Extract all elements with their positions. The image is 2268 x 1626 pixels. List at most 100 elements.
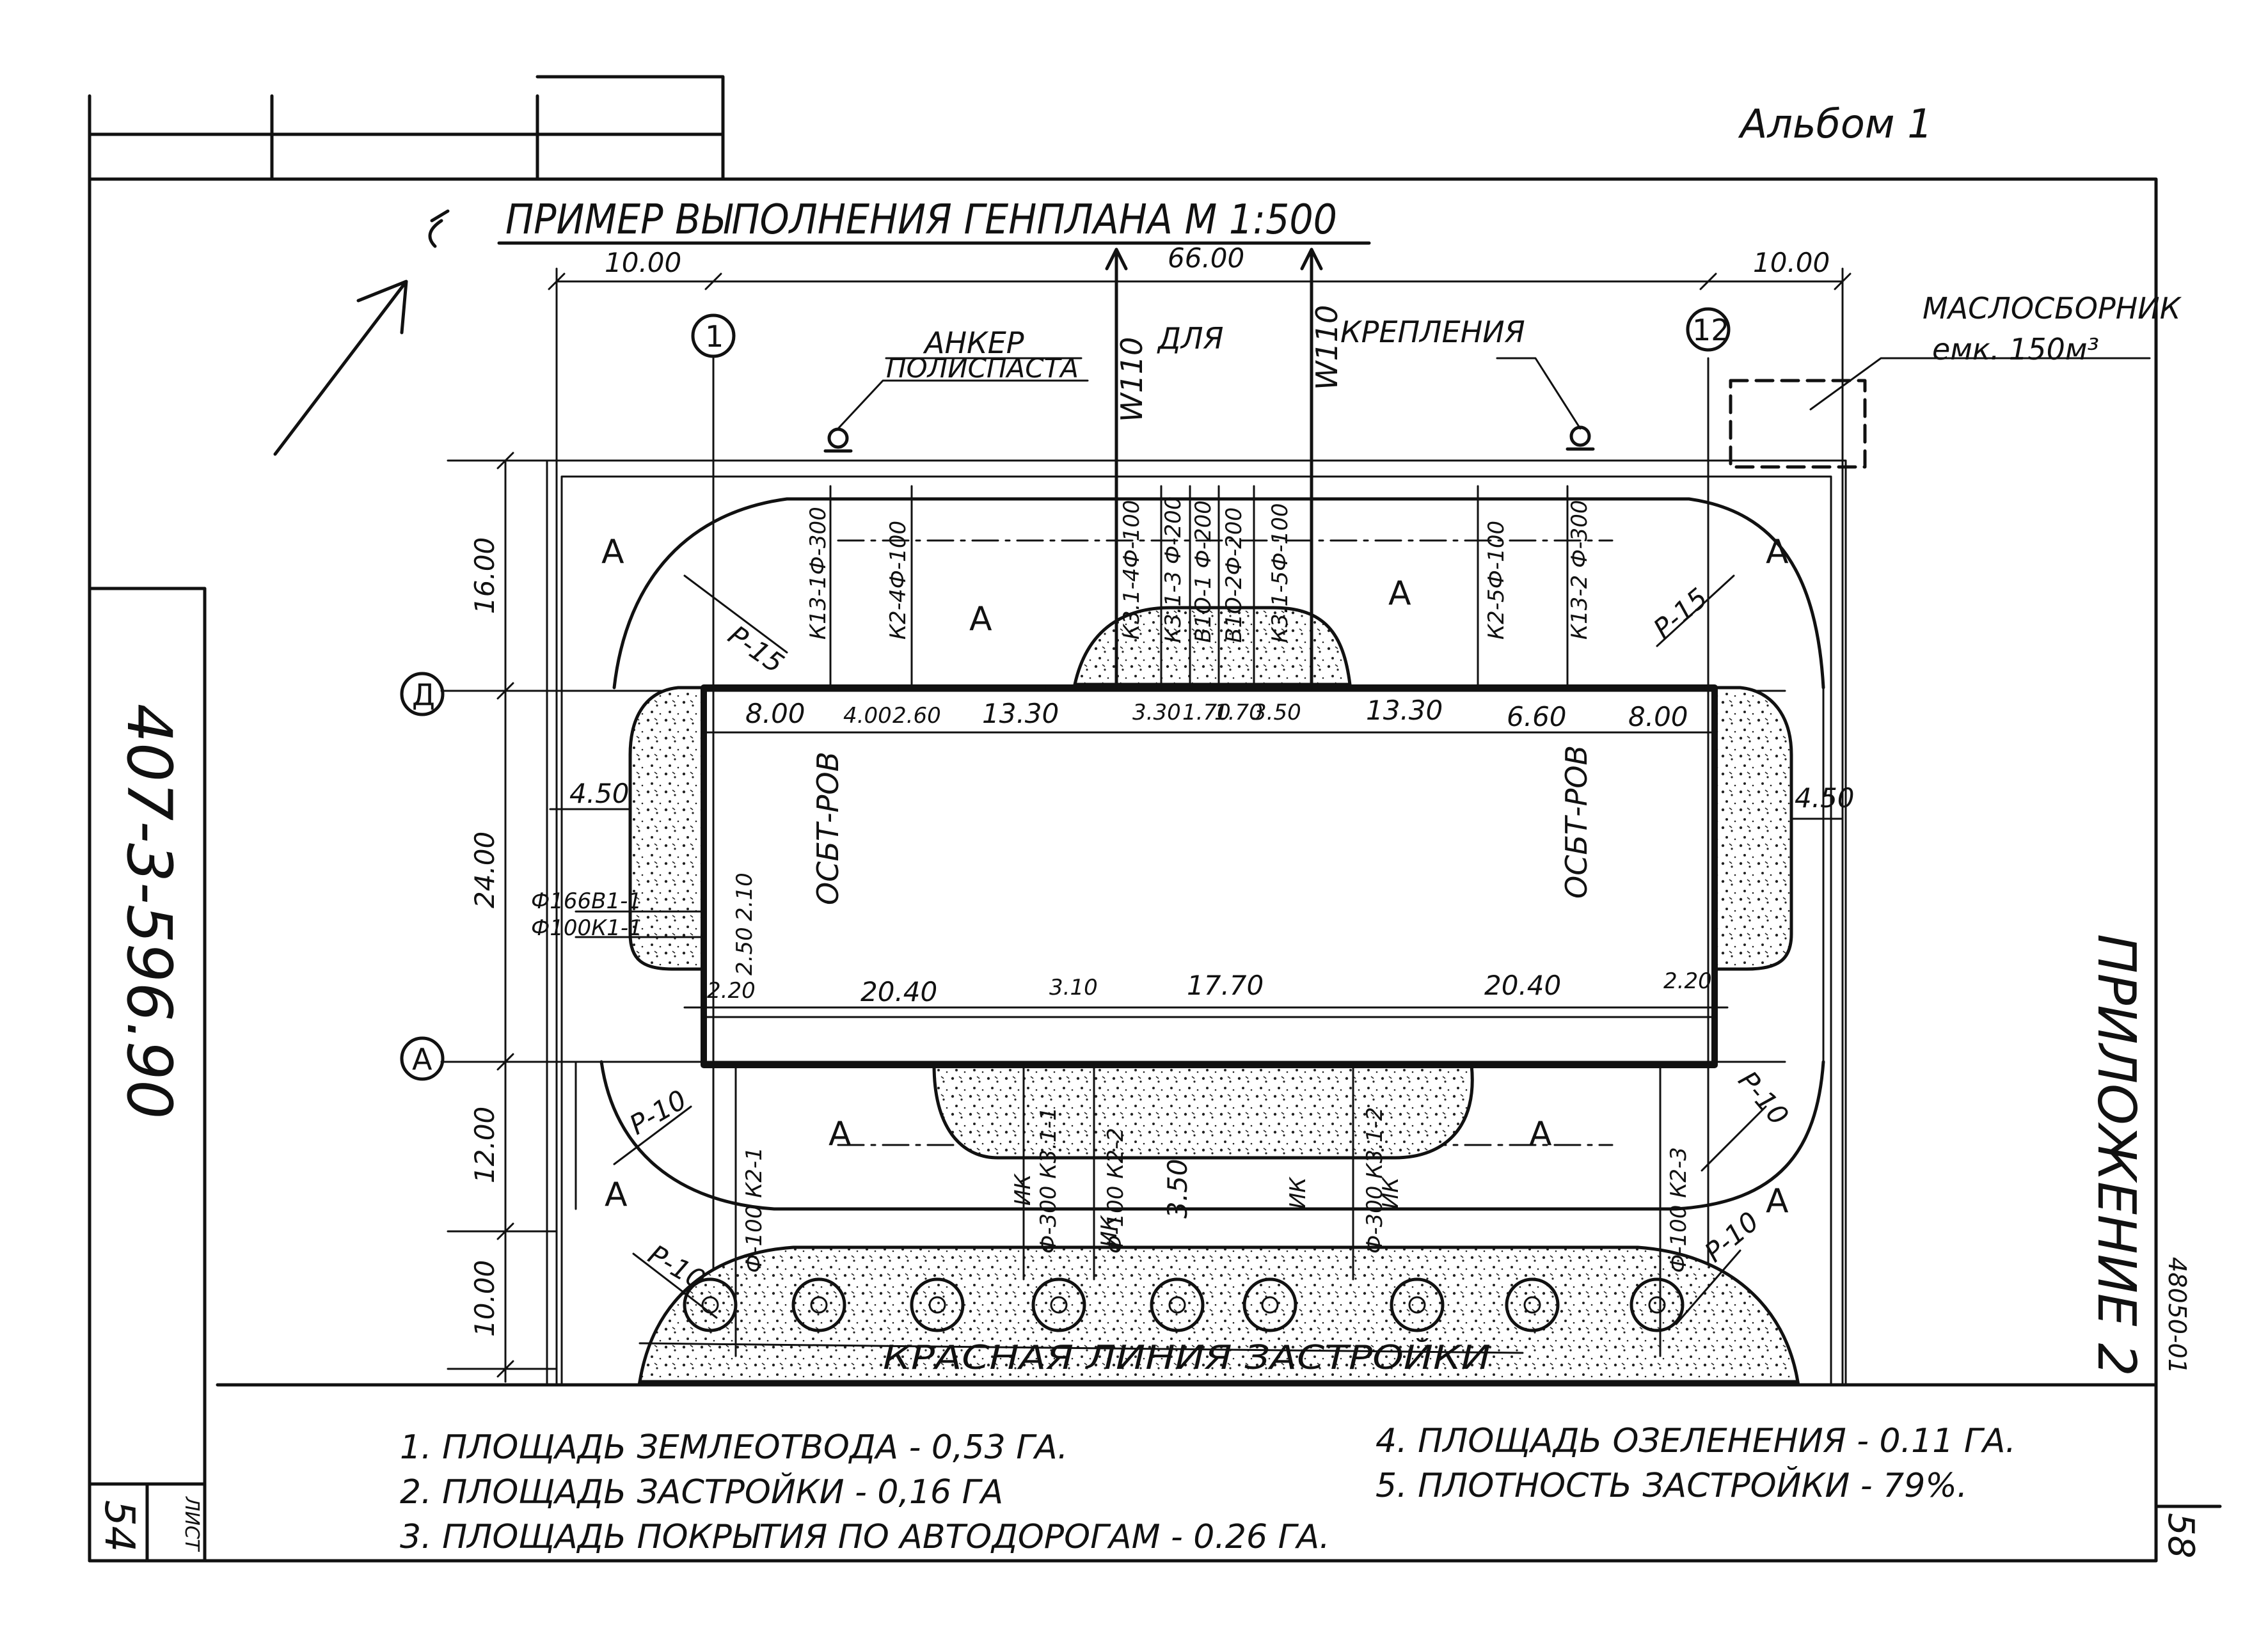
project-code: 407-3-596.90: [113, 704, 185, 1119]
zone-label-4: А: [1766, 533, 1789, 571]
dim-top-2: 66.00: [1168, 242, 1244, 274]
pipe-top-8: К2-5Ф-100: [1484, 521, 1509, 640]
dim-bt-6: 1.70: [1182, 700, 1231, 725]
dimension-chain-left: [496, 452, 514, 1383]
dim-bt-11: 8.00: [1628, 701, 1688, 732]
page-number: 58: [2160, 1513, 2201, 1558]
oil-tank-label-1: МАСЛОСБОРНИК: [1923, 291, 2182, 326]
note-3: 3. ПЛОЩАДЬ ПОКРЫТИЯ ПО АВТОДОРОГАМ - 0.2…: [400, 1518, 1330, 1556]
pipe-bottom-3: Ф-100 К2-2: [1103, 1128, 1129, 1254]
anchor-right-icon: [1566, 425, 1595, 451]
tree-trunk-icon: [1168, 1296, 1186, 1314]
pipe-top-4: К3.1-3 Ф-200: [1161, 496, 1186, 643]
dim-bt-2: 4.00: [843, 703, 892, 729]
anchor-label-3: КРЕПЛЕНИЯ: [1340, 315, 1525, 349]
pipe-top-2: К2-4Ф-100: [885, 521, 911, 640]
dim-bt-10: 6.60: [1507, 701, 1567, 732]
pipe-leaders-bottom: [734, 1064, 1661, 1357]
archive-number: 48050-01: [2163, 1257, 2191, 1374]
pipe-leaders-left: [575, 910, 705, 938]
pipe-top-3: К3.1-4Ф-100: [1119, 500, 1145, 640]
tree-icon: [683, 1277, 738, 1332]
dim-top-3: 10.00: [1753, 247, 1830, 278]
tree-icon: [1150, 1277, 1205, 1332]
svg-text:12: 12: [1692, 313, 1730, 347]
drawing-title: ПРИМЕР ВЫПОЛНЕНИЯ ГЕНПЛАНА М 1:500: [505, 196, 1337, 244]
pipe-top-6: В1О-2Ф-200: [1221, 507, 1247, 643]
road-outline: [575, 497, 1825, 1211]
dim-small-left-1: 2.10: [732, 872, 757, 921]
green-area-right: [1713, 686, 1793, 971]
note-2: 2. ПЛОЩАДЬ ЗАСТРОЙКИ - 0,16 ГА: [400, 1472, 1003, 1512]
well-mark-4: ИК: [1378, 1176, 1404, 1209]
dim-left-2: 24.00: [469, 832, 500, 908]
red-line: [638, 1342, 1524, 1354]
tree-icon: [1242, 1277, 1297, 1332]
tree-trunk-icon: [928, 1296, 946, 1314]
tree-icon: [910, 1277, 965, 1332]
pipe-top-5: В1О-1 Ф-200: [1191, 500, 1216, 643]
svg-text:Д: Д: [412, 677, 435, 712]
side-dim-lines: [549, 808, 1844, 820]
note-5: 5. ПЛОТНОСТЬ ЗАСТРОЙКИ - 79%.: [1376, 1466, 1967, 1505]
dim-bb-6: 2.20: [1663, 968, 1712, 994]
pipe-bottom-1: Ф-100 К2-1: [741, 1147, 767, 1273]
site-boundary: [546, 459, 1847, 1386]
settle-right-label: ОСБТ-РОВ: [1559, 745, 1594, 899]
dim-left-3: 12.00: [469, 1107, 500, 1183]
dim-bb-3: 3.10: [1049, 975, 1098, 1000]
note-4: 4. ПЛОЩАДЬ ОЗЕЛЕНЕНИЯ - 0.11 ГА.: [1376, 1422, 2016, 1460]
album-label: Альбом 1: [1738, 100, 1933, 147]
wall-mark-left: W110: [1114, 337, 1149, 422]
dim-left-1: 16.00: [469, 537, 500, 614]
anchor-label-1: АНКЕР: [923, 326, 1024, 360]
tree-icon: [1505, 1277, 1560, 1332]
anchor-sublabel: ПОЛИСПАСТА: [886, 352, 1079, 384]
anchor-left-icon: [823, 427, 853, 453]
radius-2: Р-15: [1647, 582, 1713, 645]
svg-text:1: 1: [705, 319, 724, 354]
sheet-frame: [88, 75, 2222, 1563]
trees-row: [683, 1277, 1685, 1332]
zone-label-1: А: [601, 533, 624, 571]
svg-text:А: А: [412, 1042, 432, 1077]
north-arrow-icon: [273, 209, 450, 456]
dim-porch: 3.50: [1162, 1158, 1193, 1219]
dim-bb-5: 20.40: [1484, 970, 1561, 1001]
pipe-bottom-5: Ф-100 К2-3: [1666, 1147, 1692, 1273]
dim-bb-2: 20.40: [860, 976, 937, 1007]
tree-trunk-icon: [1050, 1296, 1068, 1314]
dim-bb-1: 2.20: [707, 978, 756, 1004]
oil-tank-label-2: емк. 150м³: [1932, 332, 2099, 367]
wall-mark-right: W110: [1310, 305, 1344, 390]
tree-trunk-icon: [1408, 1296, 1426, 1314]
zone-label-6: А: [1529, 1115, 1552, 1153]
zone-label-3: А: [1388, 574, 1411, 613]
dim-bt-3: 2.60: [892, 703, 941, 729]
dim-top-1: 10.00: [605, 247, 681, 278]
dimension-chain-top: [548, 272, 1852, 290]
green-area-left: [628, 686, 706, 971]
zone-label-7: А: [605, 1176, 628, 1214]
dim-bb-4: 17.70: [1187, 970, 1264, 1001]
zone-label-2: А: [969, 600, 992, 638]
pipe-top-9: К13-2 Ф-300: [1567, 500, 1592, 640]
building-outline: [701, 684, 1718, 1068]
axis-bubble-d: Д: [400, 672, 445, 716]
dim-bt-7: 1.70: [1214, 700, 1263, 725]
axis-bubble-1: 1: [691, 313, 736, 358]
dim-small-left-2: 2.50: [732, 927, 757, 975]
tree-trunk-icon: [1648, 1296, 1666, 1314]
radius-leaders: [613, 574, 1767, 1325]
axis-bubble-a: А: [400, 1036, 445, 1081]
tree-icon: [1031, 1277, 1086, 1332]
pipe-top-7: К3.1-5Ф-100: [1267, 503, 1293, 643]
tree-trunk-icon: [1261, 1296, 1279, 1314]
dim-side-right: 4.50: [1795, 782, 1855, 814]
appendix-label: ПРИЛОЖЕНИЕ 2: [2086, 934, 2146, 1377]
green-area-porch-top: [1072, 606, 1352, 686]
zone-label-8: А: [1766, 1182, 1789, 1220]
dim-left-4: 10.00: [469, 1260, 500, 1337]
radius-4: Р-10: [1732, 1065, 1795, 1131]
dim-bt-1: 8.00: [745, 698, 805, 729]
